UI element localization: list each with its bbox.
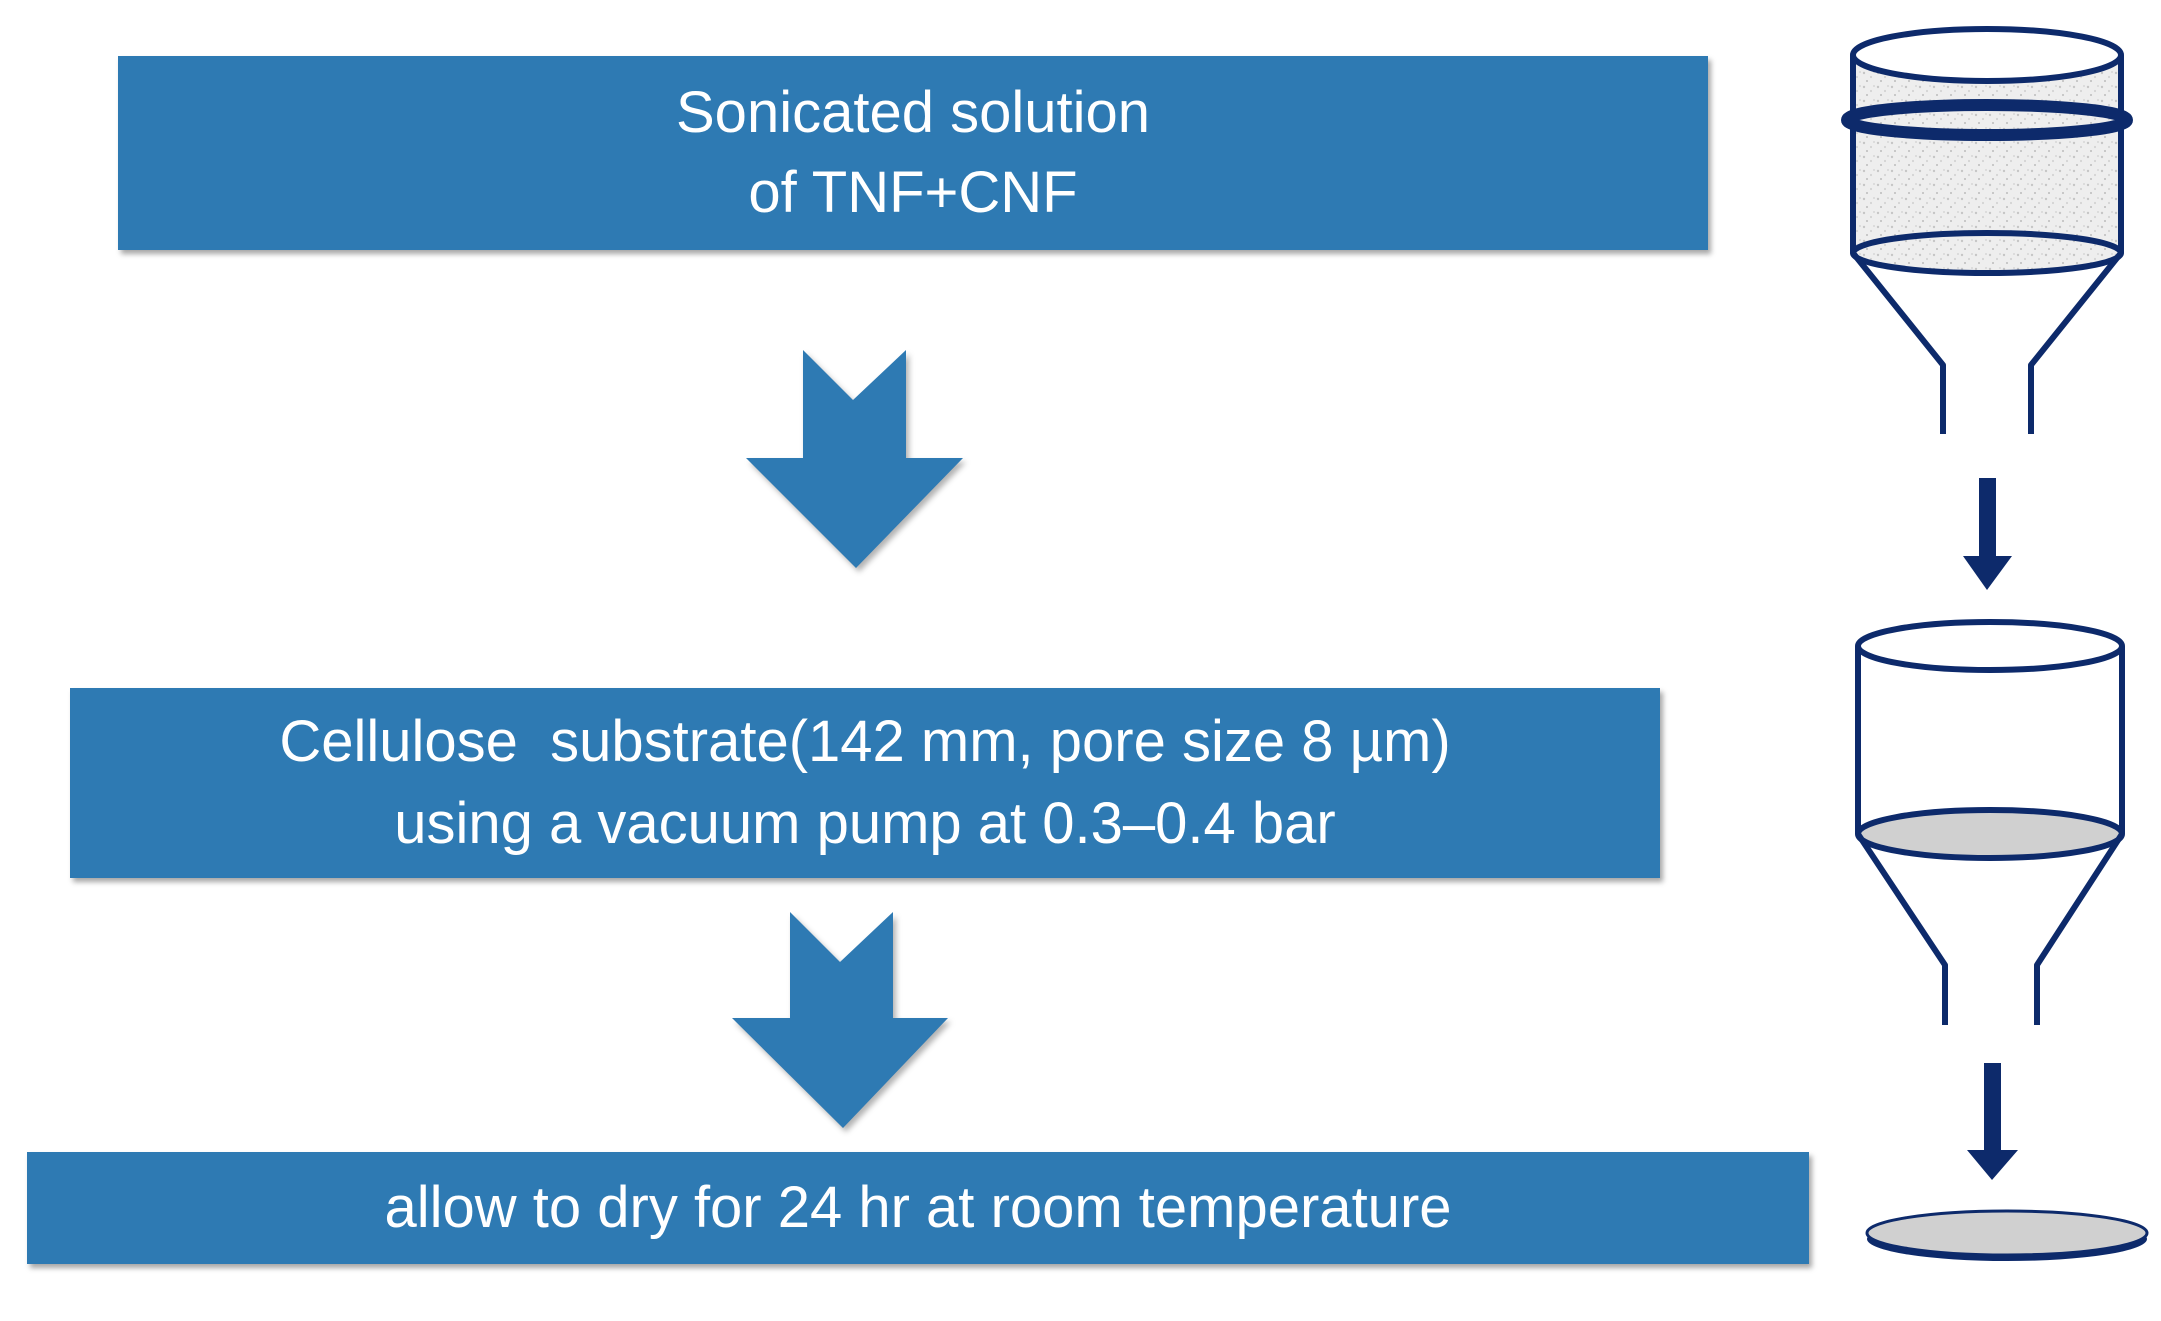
down-arrow-icon <box>1967 1063 2018 1180</box>
down-arrow-icon <box>732 912 948 1128</box>
step-2-line-2: using a vacuum pump at 0.3–0.4 bar <box>394 791 1336 856</box>
down-arrow-icon <box>746 350 963 568</box>
down-arrow-icon <box>1963 478 2012 590</box>
funnel-with-solution-icon <box>1841 26 2133 434</box>
step-2-line-1: Cellulose substrate(142 mm, pore size 8 … <box>279 709 1451 774</box>
step-box-cellulose-substrate: Cellulose substrate(142 mm, pore size 8 … <box>70 688 1660 878</box>
step-3-line-1: allow to dry for 24 hr at room temperatu… <box>384 1175 1452 1240</box>
step-box-drying: allow to dry for 24 hr at room temperatu… <box>27 1152 1809 1264</box>
funnel-with-filter-icon <box>1855 619 2125 1025</box>
step-1-line-1: Sonicated solution <box>676 80 1150 145</box>
dried-film-disc-icon <box>1865 1209 2149 1261</box>
step-box-sonicated-solution: Sonicated solution of TNF+CNF <box>118 56 1708 250</box>
step-1-line-2: of TNF+CNF <box>748 160 1078 225</box>
